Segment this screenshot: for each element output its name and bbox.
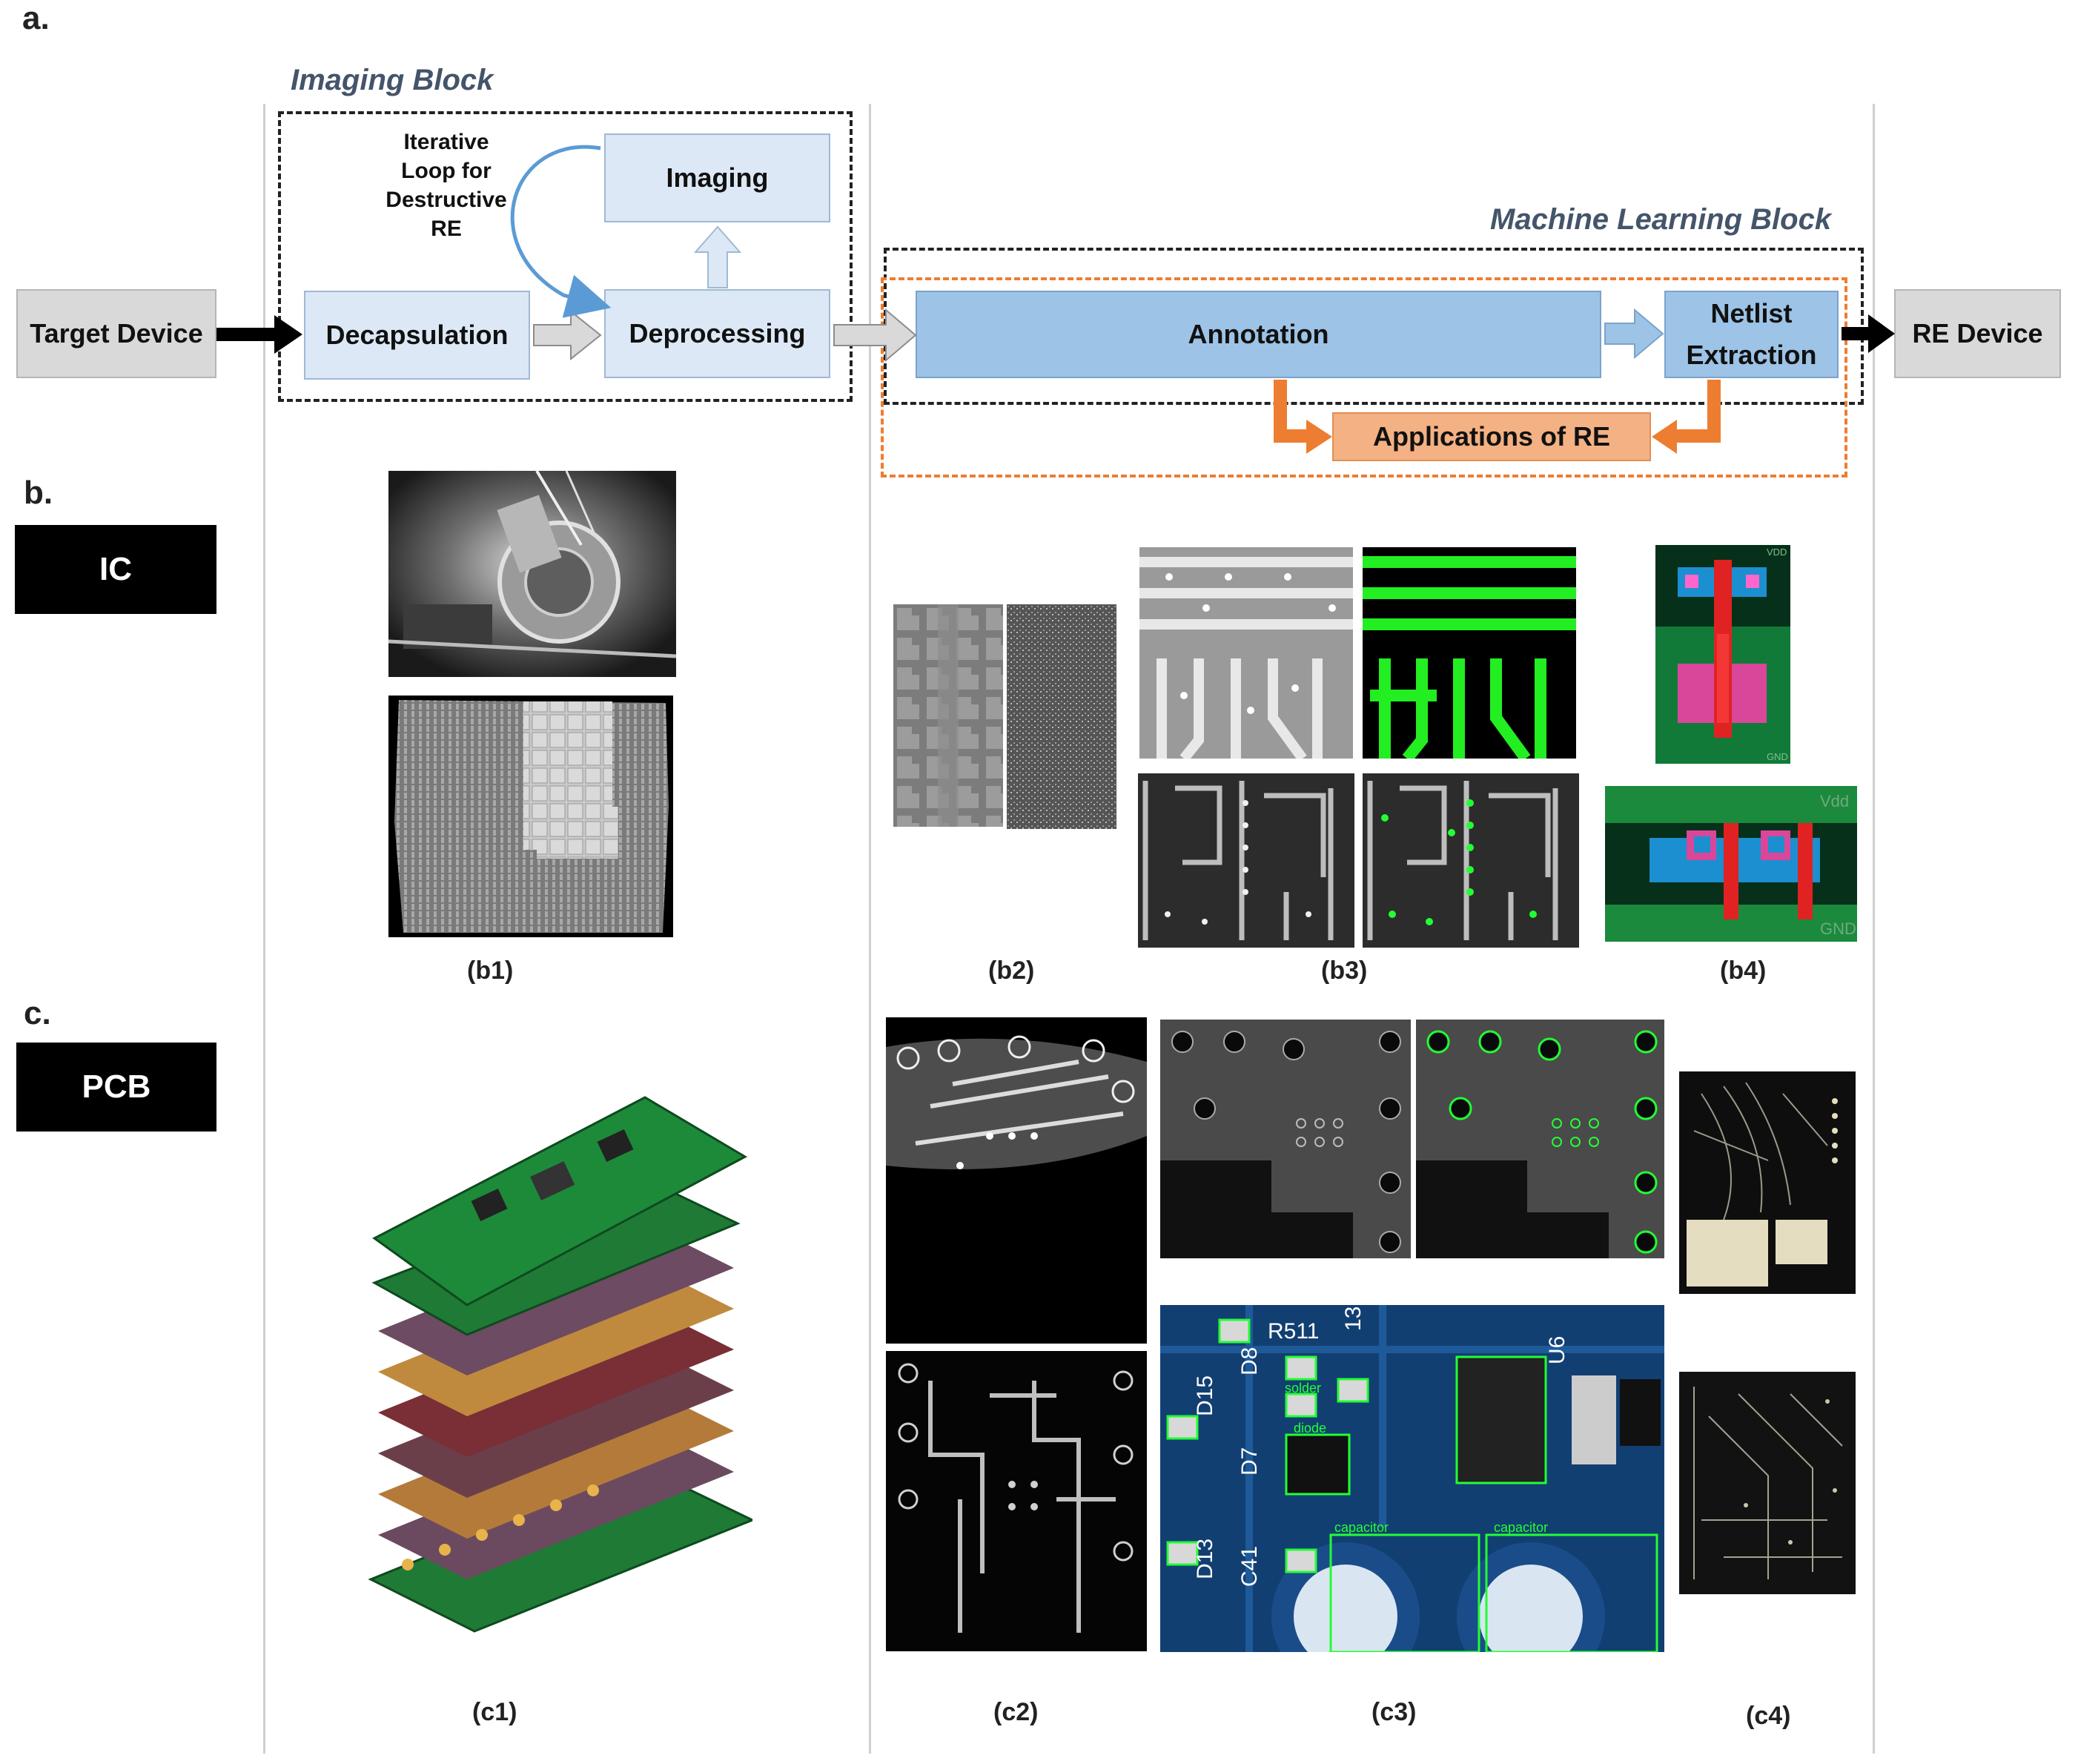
c3-tag-capacitor-2: capacitor: [1494, 1520, 1548, 1535]
arrow-decap-to-deproc: [533, 309, 602, 361]
arrow-deproc-to-imaging: [693, 225, 742, 288]
b2-left-image: [893, 604, 1003, 827]
b4-layout-bottom: Vdd GND: [1605, 786, 1857, 942]
deprocessing-box: Deprocessing: [604, 289, 830, 378]
loop-note-line-3: Destructive: [386, 188, 507, 212]
flow-arrows: [216, 145, 1895, 454]
section-label-c: c.: [24, 995, 51, 1031]
c4-top-image: [1679, 1071, 1856, 1294]
loop-note-line-2: Loop for: [401, 159, 492, 183]
c1-pcb-layers: [363, 1090, 752, 1639]
b4-layout-bottom-graphic: Vdd GND: [1605, 786, 1857, 942]
section-label-a: a.: [22, 0, 50, 36]
iterative-loop-arrow: [510, 145, 612, 318]
c1-layer-stack: [368, 1096, 752, 1633]
pcb-tag: PCB: [16, 1043, 216, 1132]
c2-top-image: [886, 1017, 1147, 1344]
b4-bottom-vdd-label: Vdd: [1820, 792, 1849, 810]
arrow-target-to-decap: [216, 315, 302, 354]
arrow-annotation-to-applications: [1274, 380, 1332, 454]
c2-bottom-image: [886, 1351, 1147, 1651]
arrow-annotation-to-netlist: [1604, 308, 1664, 360]
b4-bottom-gnd-label: GND: [1820, 919, 1856, 938]
separator-line-middle: [869, 104, 871, 1754]
c2-top-graphic: [886, 1035, 1147, 1169]
c3-tag-diode: diode: [1294, 1421, 1326, 1436]
b1-die-graphic: [394, 700, 669, 933]
decapsulation-box: Decapsulation: [304, 291, 530, 380]
c3-board-graphic: R511 D8 D15 D7 D13 C41 U6 13 solder diod…: [1160, 1305, 1664, 1652]
c3-board-photo: R511 D8 D15 D7 D13 C41 U6 13 solder diod…: [1160, 1305, 1664, 1652]
loop-note: Iterative Loop for Destructive RE: [372, 128, 520, 243]
c3-xray-left: [1160, 1020, 1411, 1258]
c3-label-u6: U6: [1545, 1336, 1569, 1364]
b3-sem-bottom: [1138, 773, 1354, 948]
imaging-block-frame: [278, 111, 853, 402]
c3-tag-capacitor-1: capacitor: [1334, 1520, 1389, 1535]
c4-top-graphic: [1687, 1082, 1838, 1286]
applications-box: Applications of RE: [1332, 412, 1651, 461]
b3-sem-top-graphic: [1139, 547, 1353, 759]
c3-xray-right: [1416, 1020, 1664, 1258]
c3-label-c41: C41: [1237, 1546, 1262, 1587]
b3-sem-bottom-graphic: [1142, 781, 1334, 940]
annotation-box: Annotation: [916, 291, 1601, 378]
b2-left-graphic: [893, 604, 1003, 827]
imaging-block-title: Imaging Block: [291, 64, 494, 96]
b4-layout-top-graphic: VDD GND: [1655, 545, 1790, 764]
b4-layout-top: VDD GND: [1655, 545, 1790, 764]
c1-pcb-layers-graphic: [368, 1096, 752, 1633]
imaging-box: Imaging: [604, 133, 830, 222]
c3-tag-solder: solder: [1285, 1381, 1321, 1395]
caption-b3: (b3): [1321, 957, 1368, 985]
c3-label-d8: D8: [1237, 1347, 1262, 1375]
separator-line-right: [1873, 104, 1875, 1754]
re-device-box: RE Device: [1894, 289, 2061, 378]
b1-machine-photo: [388, 471, 676, 677]
arrow-netlist-to-re: [1842, 314, 1895, 353]
c2-bottom-graphic: [898, 1363, 1134, 1633]
c3-label-d15: D15: [1193, 1375, 1217, 1416]
b4-top-vdd-label: VDD: [1767, 546, 1787, 558]
section-label-b: b.: [24, 475, 53, 511]
loop-note-line-1: Iterative: [403, 130, 489, 154]
c4-bottom-graphic: [1693, 1387, 1843, 1579]
arrow-netlist-to-applications: [1652, 380, 1721, 454]
b1-die-photo: [388, 696, 673, 937]
netlist-line-2: Extraction: [1686, 340, 1817, 370]
b2-right-image: [1007, 604, 1116, 829]
b3-seg-top-graphic: [1363, 556, 1576, 759]
c3-xray-right-graphic: [1416, 1020, 1664, 1258]
loop-note-line-4: RE: [431, 217, 462, 241]
b1-machine-graphic: [388, 471, 676, 677]
separator-line-left: [263, 104, 265, 1754]
b2-right-graphic: [1007, 604, 1116, 829]
netlist-extraction-box: Netlist Extraction: [1664, 291, 1839, 378]
c4-bottom-image: [1679, 1372, 1856, 1594]
c3-xray-left-graphic: [1160, 1020, 1411, 1258]
arrow-deproc-to-annotation: [833, 308, 917, 363]
b4-top-gnd-label: GND: [1767, 751, 1788, 762]
target-device-box: Target Device: [16, 289, 216, 378]
caption-b2: (b2): [988, 957, 1035, 985]
netlist-line-1: Netlist: [1710, 298, 1793, 328]
ic-tag: IC: [15, 525, 216, 614]
c3-label-r511: R511: [1268, 1319, 1320, 1344]
b3-seg-bottom: [1363, 773, 1579, 948]
ml-block-frame-orange: [881, 277, 1847, 478]
caption-c3: (c3): [1371, 1698, 1417, 1726]
c3-label-d13: D13: [1193, 1539, 1217, 1579]
c3-label-13: 13: [1341, 1307, 1366, 1331]
c3-label-d7: D7: [1237, 1447, 1262, 1476]
b3-sem-top: [1139, 547, 1353, 759]
b3-seg-bottom-graphic: [1367, 781, 1558, 940]
caption-b4: (b4): [1720, 957, 1767, 985]
b3-seg-top: [1363, 547, 1576, 759]
ml-block-title: Machine Learning Block: [1490, 203, 1832, 236]
caption-c1: (c1): [472, 1698, 517, 1726]
caption-b1: (b1): [467, 957, 514, 985]
caption-c4: (c4): [1746, 1702, 1791, 1730]
caption-c2: (c2): [993, 1698, 1039, 1726]
